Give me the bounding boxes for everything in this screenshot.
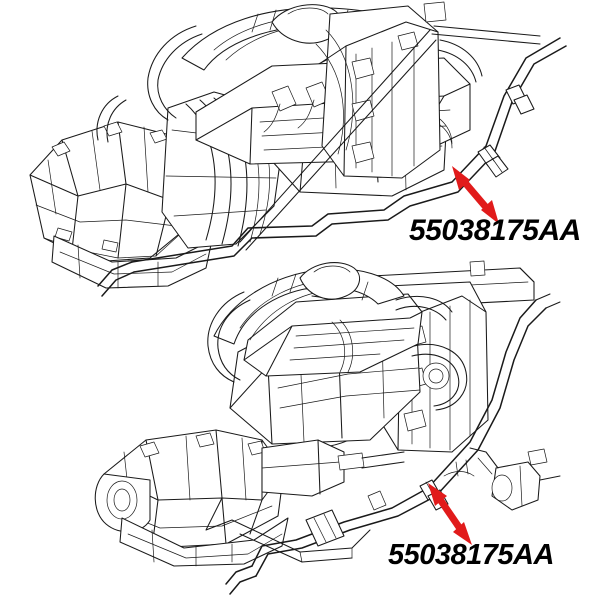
- figure-upper-engine-assembly: [29, 1, 567, 297]
- part-number-label-top: 55038175AA: [409, 214, 581, 247]
- lower-engine-hoses: [207, 291, 453, 383]
- lower-misc-fittings: [443, 459, 475, 477]
- lower-side-component: [469, 447, 561, 511]
- callout-arrow-top: [452, 166, 499, 224]
- lower-accessory-drive: [411, 344, 468, 411]
- upper-radiator-rail: [423, 1, 541, 45]
- callout-arrow-bottom: [428, 483, 472, 545]
- lower-intake-manifold: [213, 262, 405, 345]
- upper-fan-shroud: [315, 5, 441, 179]
- part-number-label-bottom: 55038175AA: [388, 539, 554, 571]
- lower-transmission-housing: [94, 429, 289, 567]
- upper-engine-hoses: [96, 25, 483, 149]
- lower-crossmember-panel: [205, 497, 371, 563]
- upper-transmission-oil-cooler-lines: [97, 29, 567, 297]
- figure-lower-engine-assembly: [94, 260, 561, 595]
- lower-transmission-tailshaft: [261, 439, 405, 497]
